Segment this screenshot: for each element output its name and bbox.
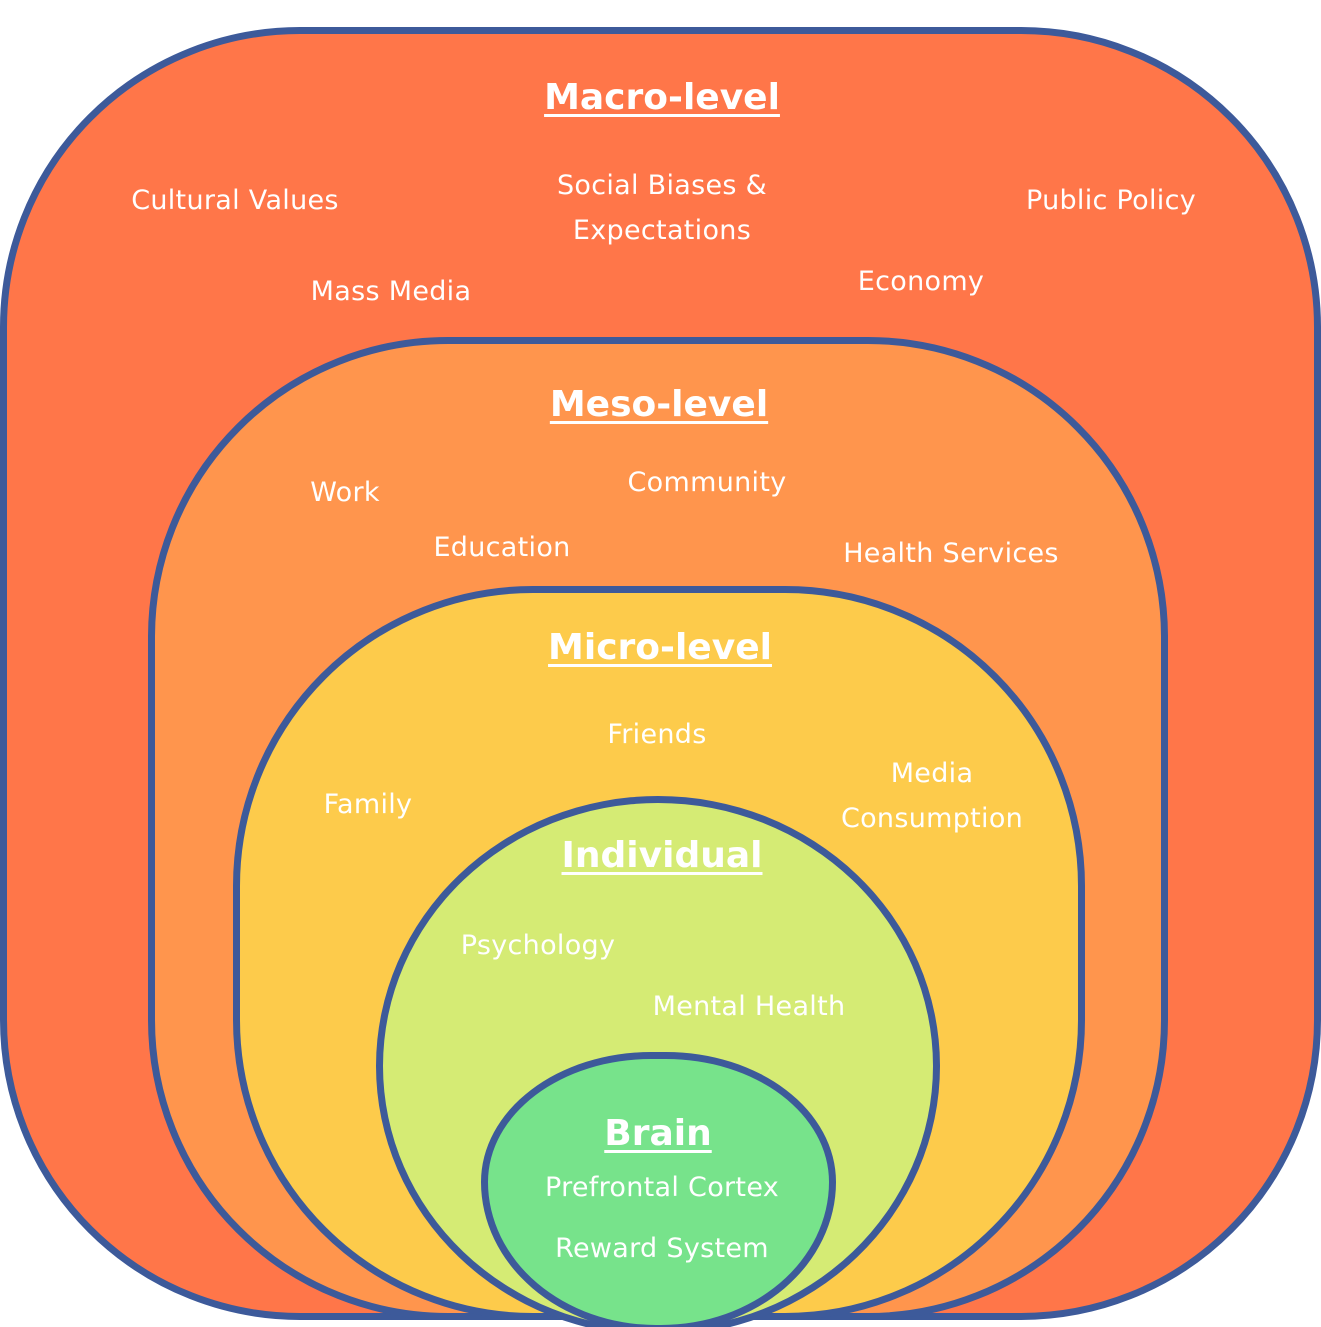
media-consumption-line-2: Consumption	[840, 803, 1024, 834]
public-policy-label: Public Policy	[1025, 185, 1197, 216]
macro-level-title: Macro-level	[544, 77, 780, 118]
cultural-values-label: Cultural Values	[131, 185, 339, 216]
micro-level-title: Micro-level	[548, 627, 772, 668]
education-label: Education	[433, 532, 571, 563]
reward-system-label: Reward System	[555, 1233, 769, 1264]
social-biases-line-1: Social Biases &	[556, 170, 768, 201]
community-label: Community	[627, 467, 787, 498]
health-services-label: Health Services	[843, 538, 1059, 569]
social-biases-line-2: Expectations	[572, 215, 752, 246]
individual-title: Individual	[561, 835, 763, 876]
friends-label: Friends	[607, 719, 707, 750]
mental-health-label: Mental Health	[652, 991, 846, 1022]
family-label: Family	[323, 789, 413, 820]
brain-region	[481, 1052, 836, 1327]
mass-media-label: Mass Media	[310, 276, 472, 307]
brain-title: Brain	[604, 1113, 712, 1154]
media-consumption-label: Media Consumption	[841, 751, 1023, 841]
meso-level-title: Meso-level	[549, 384, 769, 425]
media-consumption-line-1: Media	[890, 758, 974, 789]
social-biases-label: Social Biases & Expectations	[557, 163, 767, 253]
work-label: Work	[310, 477, 380, 508]
psychology-label: Psychology	[460, 930, 616, 961]
economy-label: Economy	[857, 266, 985, 297]
prefrontal-cortex-label: Prefrontal Cortex	[544, 1172, 780, 1203]
